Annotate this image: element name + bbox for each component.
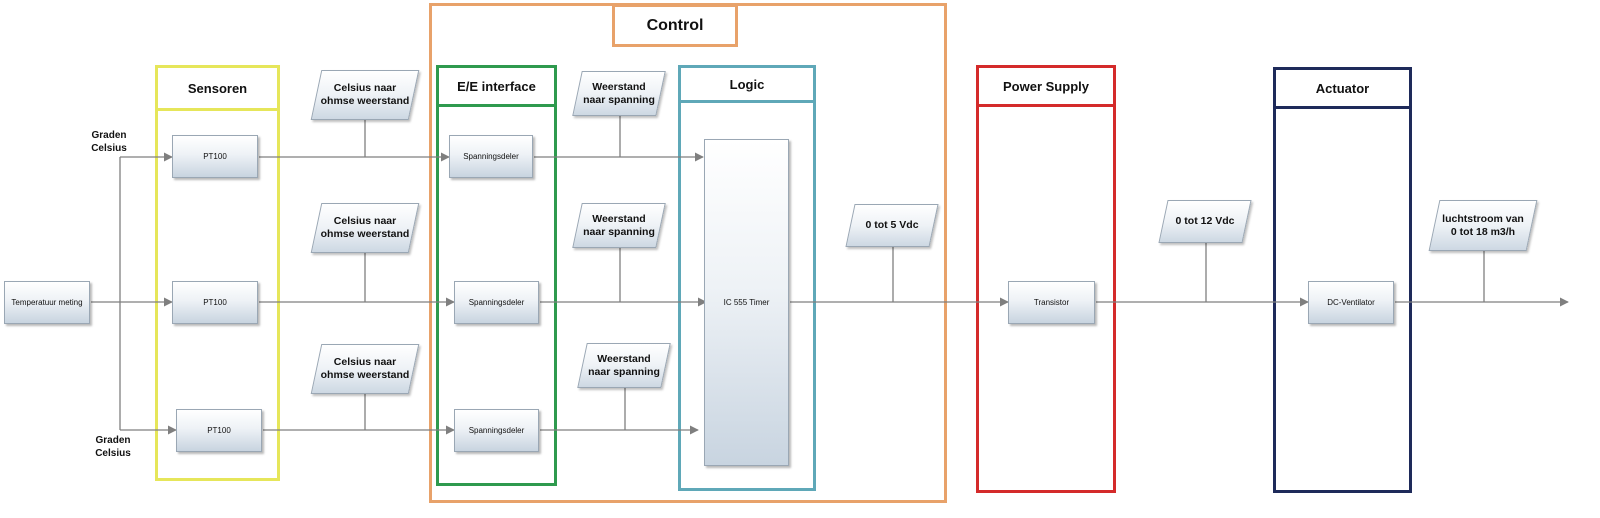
spanningsdeler-block-1: Spanningsdeler bbox=[449, 135, 533, 178]
note-celsius-1: Celsius naar ohmse weerstand bbox=[310, 70, 420, 120]
power-supply-header: Power Supply bbox=[976, 65, 1116, 107]
note-weerstand-2: Weerstand naar spanning bbox=[572, 203, 666, 248]
temperatuur-meting-block: Temperatuur meting bbox=[4, 281, 90, 324]
graden-celsius-label-top: Graden Celsius bbox=[91, 130, 127, 154]
ic555-timer-block: IC 555 Timer bbox=[704, 139, 789, 466]
sensoren-header: Sensoren bbox=[155, 65, 280, 111]
note-vdc-5: 0 tot 5 Vdc bbox=[845, 204, 939, 247]
pt100-block-1: PT100 bbox=[172, 135, 258, 178]
transistor-block: Transistor bbox=[1008, 281, 1095, 324]
note-luchtstroom: luchtstroom van 0 tot 18 m3/h bbox=[1428, 200, 1538, 251]
control-header: Control bbox=[612, 4, 738, 47]
pt100-block-2: PT100 bbox=[172, 281, 258, 324]
note-weerstand-3: Weerstand naar spanning bbox=[577, 343, 671, 388]
pt100-block-3: PT100 bbox=[176, 409, 262, 452]
logic-header: Logic bbox=[678, 65, 816, 103]
note-celsius-2: Celsius naar ohmse weerstand bbox=[310, 203, 420, 253]
note-vdc-12: 0 tot 12 Vdc bbox=[1158, 200, 1252, 243]
note-weerstand-1: Weerstand naar spanning bbox=[572, 71, 666, 116]
spanningsdeler-block-2: Spanningsdeler bbox=[454, 281, 539, 324]
note-celsius-3: Celsius naar ohmse weerstand bbox=[310, 344, 420, 394]
graden-celsius-label-bottom: Graden Celsius bbox=[95, 435, 131, 459]
spanningsdeler-block-3: Spanningsdeler bbox=[454, 409, 539, 452]
actuator-header: Actuator bbox=[1273, 67, 1412, 109]
ee-interface-header: E/E interface bbox=[436, 65, 557, 107]
dc-ventilator-block: DC-Ventilator bbox=[1308, 281, 1394, 324]
